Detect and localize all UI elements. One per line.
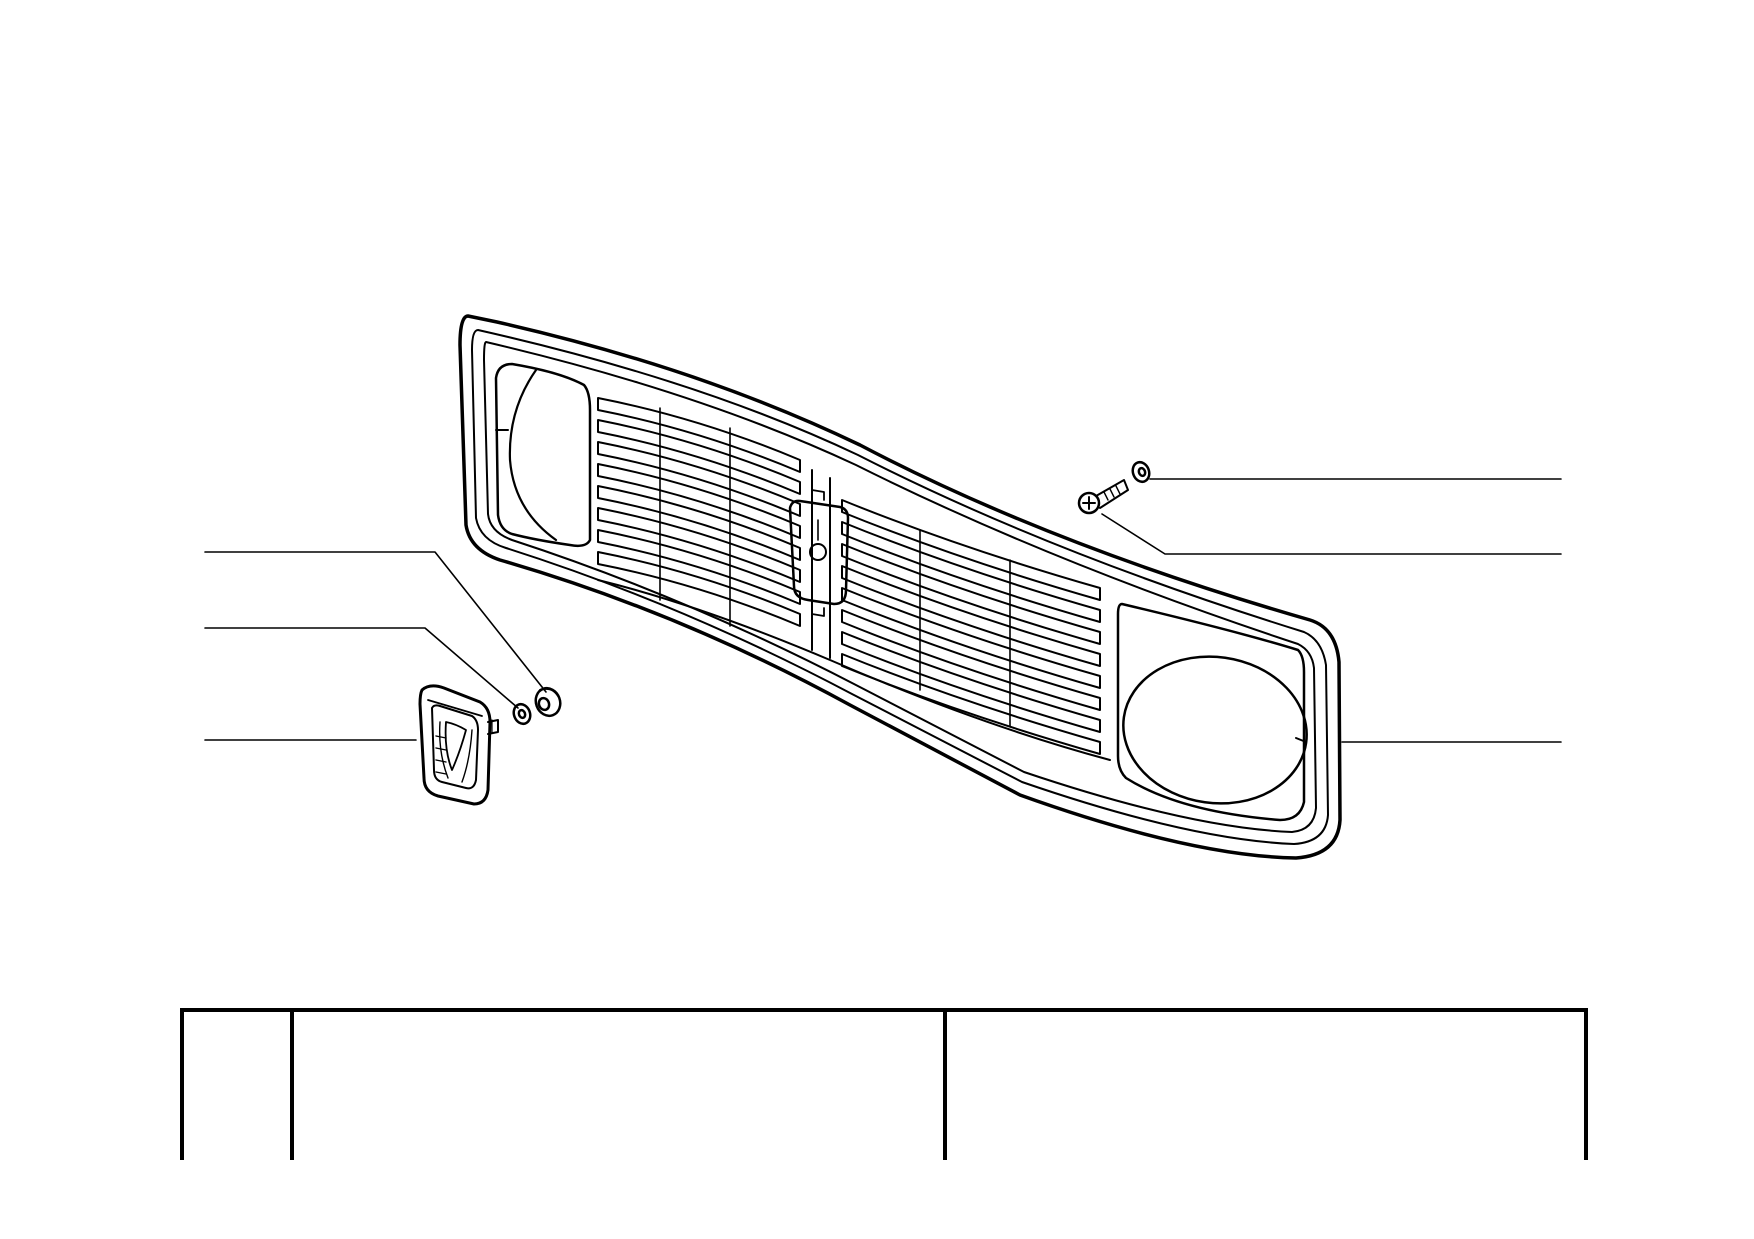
washer-left — [512, 702, 532, 726]
washer-right — [1131, 460, 1151, 484]
grille-slats — [597, 397, 1111, 761]
leader-screw — [1101, 513, 1562, 555]
emblem-mount — [788, 489, 850, 617]
leader-washer-left — [204, 627, 519, 709]
leader-lines — [204, 478, 1562, 743]
nut — [534, 686, 562, 718]
radiator-grille — [458, 314, 1342, 860]
leader-nut — [204, 551, 547, 693]
parts-table — [180, 1008, 1588, 1160]
emblem — [418, 684, 499, 806]
screw — [1077, 479, 1129, 515]
